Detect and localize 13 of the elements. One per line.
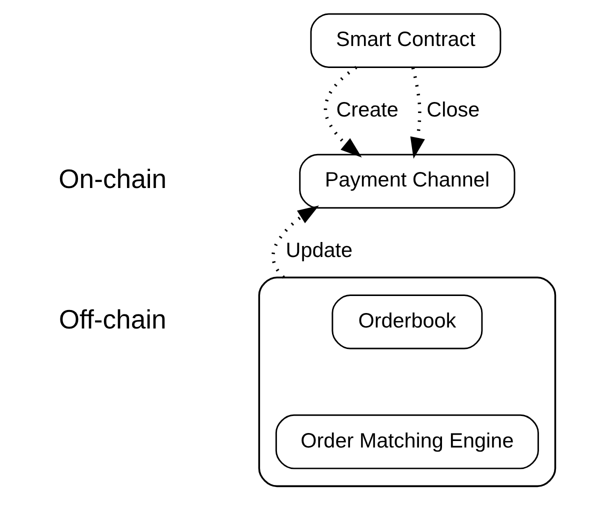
arrow [324,66,362,158]
node-box: Orderbook [332,294,483,350]
edge-label: Close [426,98,480,122]
cluster [258,276,556,488]
node-box: Smart Contract [310,13,502,68]
arrow [410,67,425,159]
node-box: Payment Channel [299,154,516,209]
node-box: Order Matching Engine [275,414,539,470]
edge-label: Update [286,239,353,262]
label: On-chain [58,164,167,194]
label: Off-chain [58,304,166,334]
edge-label: Create [336,98,398,122]
arrow [272,205,320,279]
